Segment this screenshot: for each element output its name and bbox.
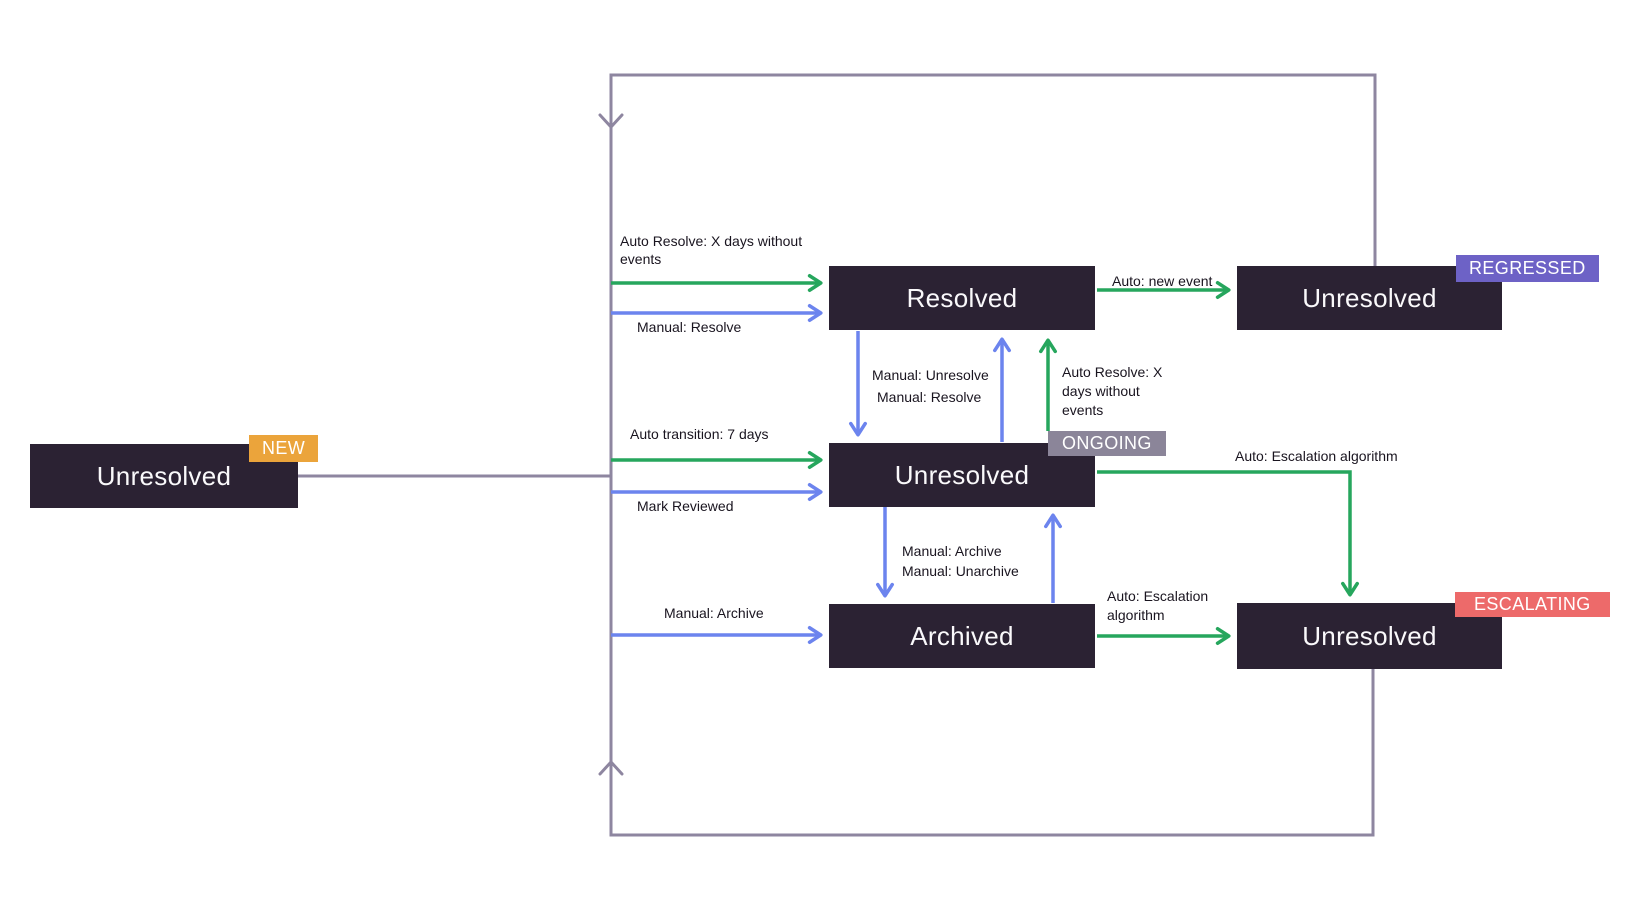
manual-transition-arrows [611,304,1062,644]
edge-label-manual-archive-from-loop: Manual: Archive [664,605,764,621]
arrow-auto-escalation-from-ongoing [1097,470,1359,597]
auto-transition-arrows [611,274,1359,645]
edge-label-auto-resolve-from-ongoing: Auto Resolve: X days without events [1062,364,1163,418]
status-badge-escalating: ESCALATING [1455,592,1610,617]
node-label: Resolved [906,282,1018,313]
edge-label-auto-escalation-from-archived: Auto: Escalation algorithm [1107,588,1209,623]
status-badge-regressed: REGRESSED [1456,255,1599,282]
loop-arrow-down-icon [598,113,624,129]
status-badge-ongoing: ONGOING [1048,431,1166,456]
edge-label-auto-transition: Auto transition: 7 days [630,426,769,442]
edge-label-manual-unresolve: Manual: Unresolve [872,367,989,383]
edge-label-manual-archive-from-ongoing: Manual: Archive [902,543,1002,559]
node-label: Unresolved [1302,620,1437,651]
edge-label-auto-new-event: Auto: new event [1112,273,1213,289]
loop-arrow-up-icon [598,760,624,776]
node-label: Archived [910,620,1014,651]
node-label: Unresolved [894,459,1030,490]
node-unresolved-new: Unresolved [30,444,298,508]
edge-label-manual-unarchive: Manual: Unarchive [902,563,1019,579]
edge-label-manual-resolve-to-resolved: Manual: Resolve [637,319,742,335]
status-badge-new: NEW [249,435,319,462]
edge-label-mark-reviewed: Mark Reviewed [637,498,734,514]
edge-label-auto-resolve-to-resolved: Auto Resolve: X days without events [620,233,803,267]
node-resolved: Resolved [829,266,1095,330]
edge-label-manual-resolve-from-ongoing: Manual: Resolve [877,389,982,405]
loop-connector [298,73,1377,837]
node-label: Unresolved [1302,282,1437,313]
node-archived: Archived [829,604,1095,668]
node-label: Unresolved [96,460,232,491]
edge-label-auto-escalation-from-ongoing: Auto: Escalation algorithm [1235,448,1398,464]
